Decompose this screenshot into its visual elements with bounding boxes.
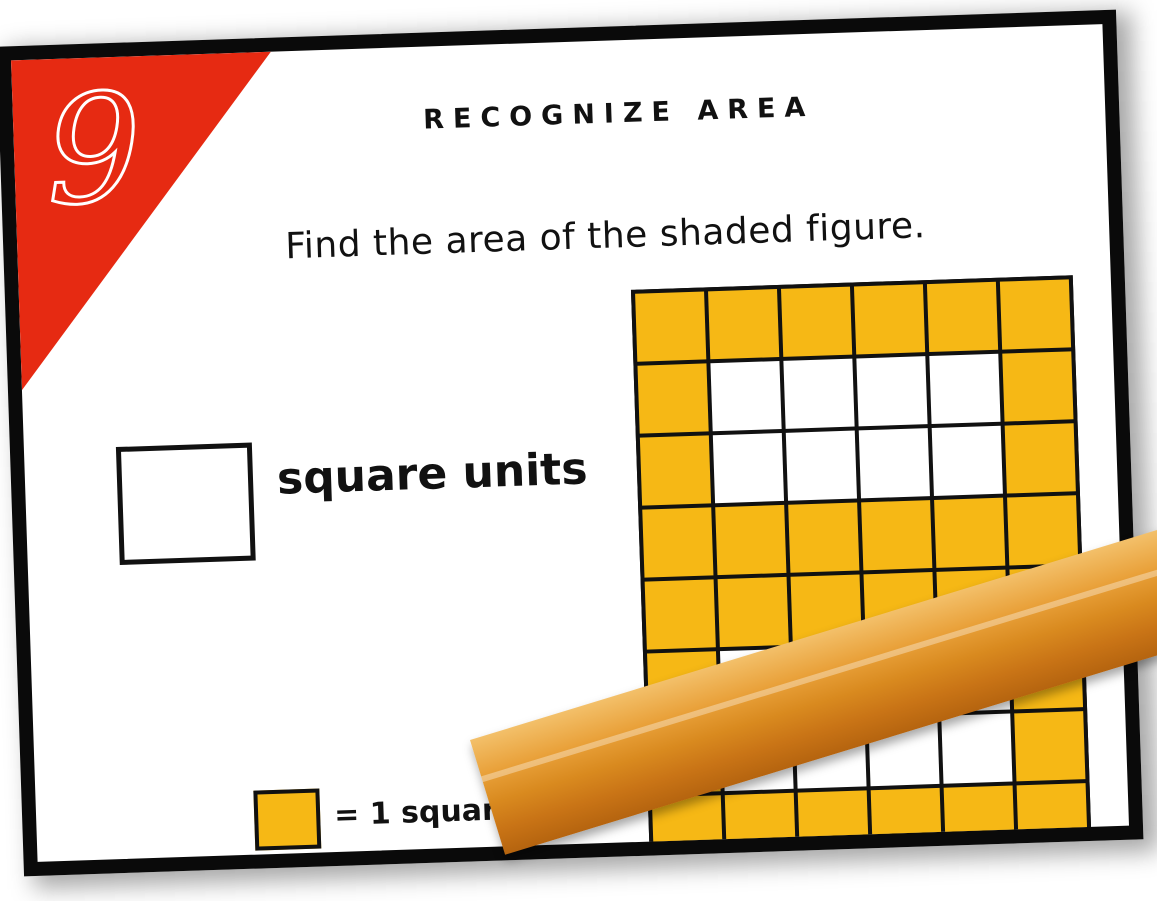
shaded-cell (635, 291, 706, 361)
shaded-cell (715, 505, 786, 575)
empty-cell (941, 714, 1012, 784)
answer-box[interactable] (116, 443, 256, 565)
shaded-cell (1002, 351, 1073, 421)
question-prompt: Find the area of the shaded figure. (285, 205, 927, 267)
empty-cell (786, 431, 857, 501)
shaded-cell (934, 498, 1005, 568)
shaded-cell (708, 289, 779, 359)
empty-cell (710, 361, 781, 431)
shaded-cell (927, 282, 998, 352)
empty-cell (859, 428, 930, 498)
empty-cell (713, 433, 784, 503)
shaded-cell (1000, 279, 1071, 349)
shaded-cell (718, 577, 789, 647)
legend-swatch (253, 789, 321, 851)
shaded-cell (1014, 711, 1085, 781)
shaded-cell (788, 503, 859, 573)
shaded-cell (642, 507, 713, 577)
answer-unit-label: square units (276, 443, 588, 504)
empty-cell (932, 426, 1003, 496)
shaded-cell (1007, 495, 1078, 565)
card-number: 9 (44, 74, 144, 227)
shaded-cell (861, 500, 932, 570)
empty-cell (856, 356, 927, 426)
shaded-cell (781, 287, 852, 357)
shaded-cell (1005, 423, 1076, 493)
empty-cell (929, 354, 1000, 424)
card-title: RECOGNIZE AREA (423, 92, 815, 136)
shaded-cell (645, 579, 716, 649)
shaded-cell (854, 284, 925, 354)
empty-cell (783, 359, 854, 429)
shaded-cell (637, 363, 708, 433)
shaded-cell (640, 435, 711, 505)
